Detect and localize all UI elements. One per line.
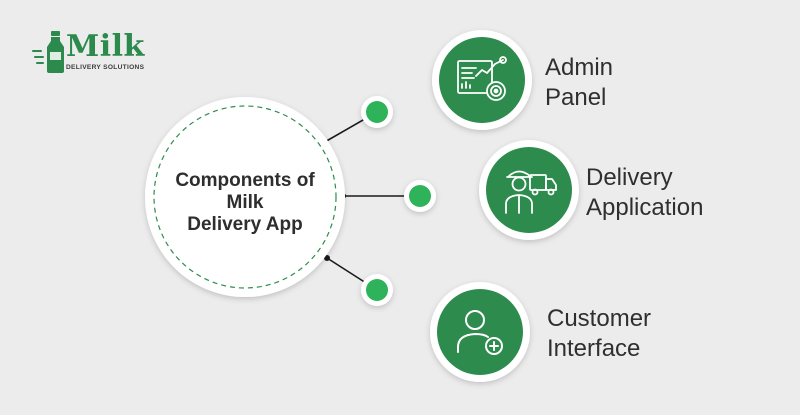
component-label-admin-panel: Admin Panel [545,53,613,113]
hub-title: Components of Milk Delivery App [150,170,340,236]
component-label-line2: Application [586,194,704,221]
hub-circle [145,97,345,297]
milk-bottle-icon [32,31,64,73]
delivery-application-icon-badge [479,140,579,240]
connector-dot-middle [404,180,436,212]
logo: Milk DELIVERY SOLUTIONS [28,30,158,75]
connector-dot-bottom [361,274,393,306]
component-label-line1: Admin [545,54,614,81]
component-label-line1: Customer [547,305,652,332]
hub-title-line2: Milk [226,192,264,213]
customer-interface-icon-badge [430,282,530,382]
hub-title-line3: Delivery App [187,214,303,235]
logo-word: Milk [66,29,145,64]
component-label-line1: Delivery [586,164,673,191]
dashboard-analytics-icon [457,56,507,101]
add-user-icon [457,310,503,355]
hub-title-line1: Components of [175,170,315,191]
admin-panel-icon-badge [432,30,532,130]
connector-dot-top [361,96,393,128]
logo-subtitle: DELIVERY SOLUTIONS [66,64,145,71]
delivery-man-truck-icon [505,170,557,214]
component-label-line2: Panel [545,84,607,111]
component-label-line2: Interface [547,335,641,362]
component-label-customer-interface: Customer Interface [547,304,651,364]
component-label-delivery-application: Delivery Application [586,163,703,223]
